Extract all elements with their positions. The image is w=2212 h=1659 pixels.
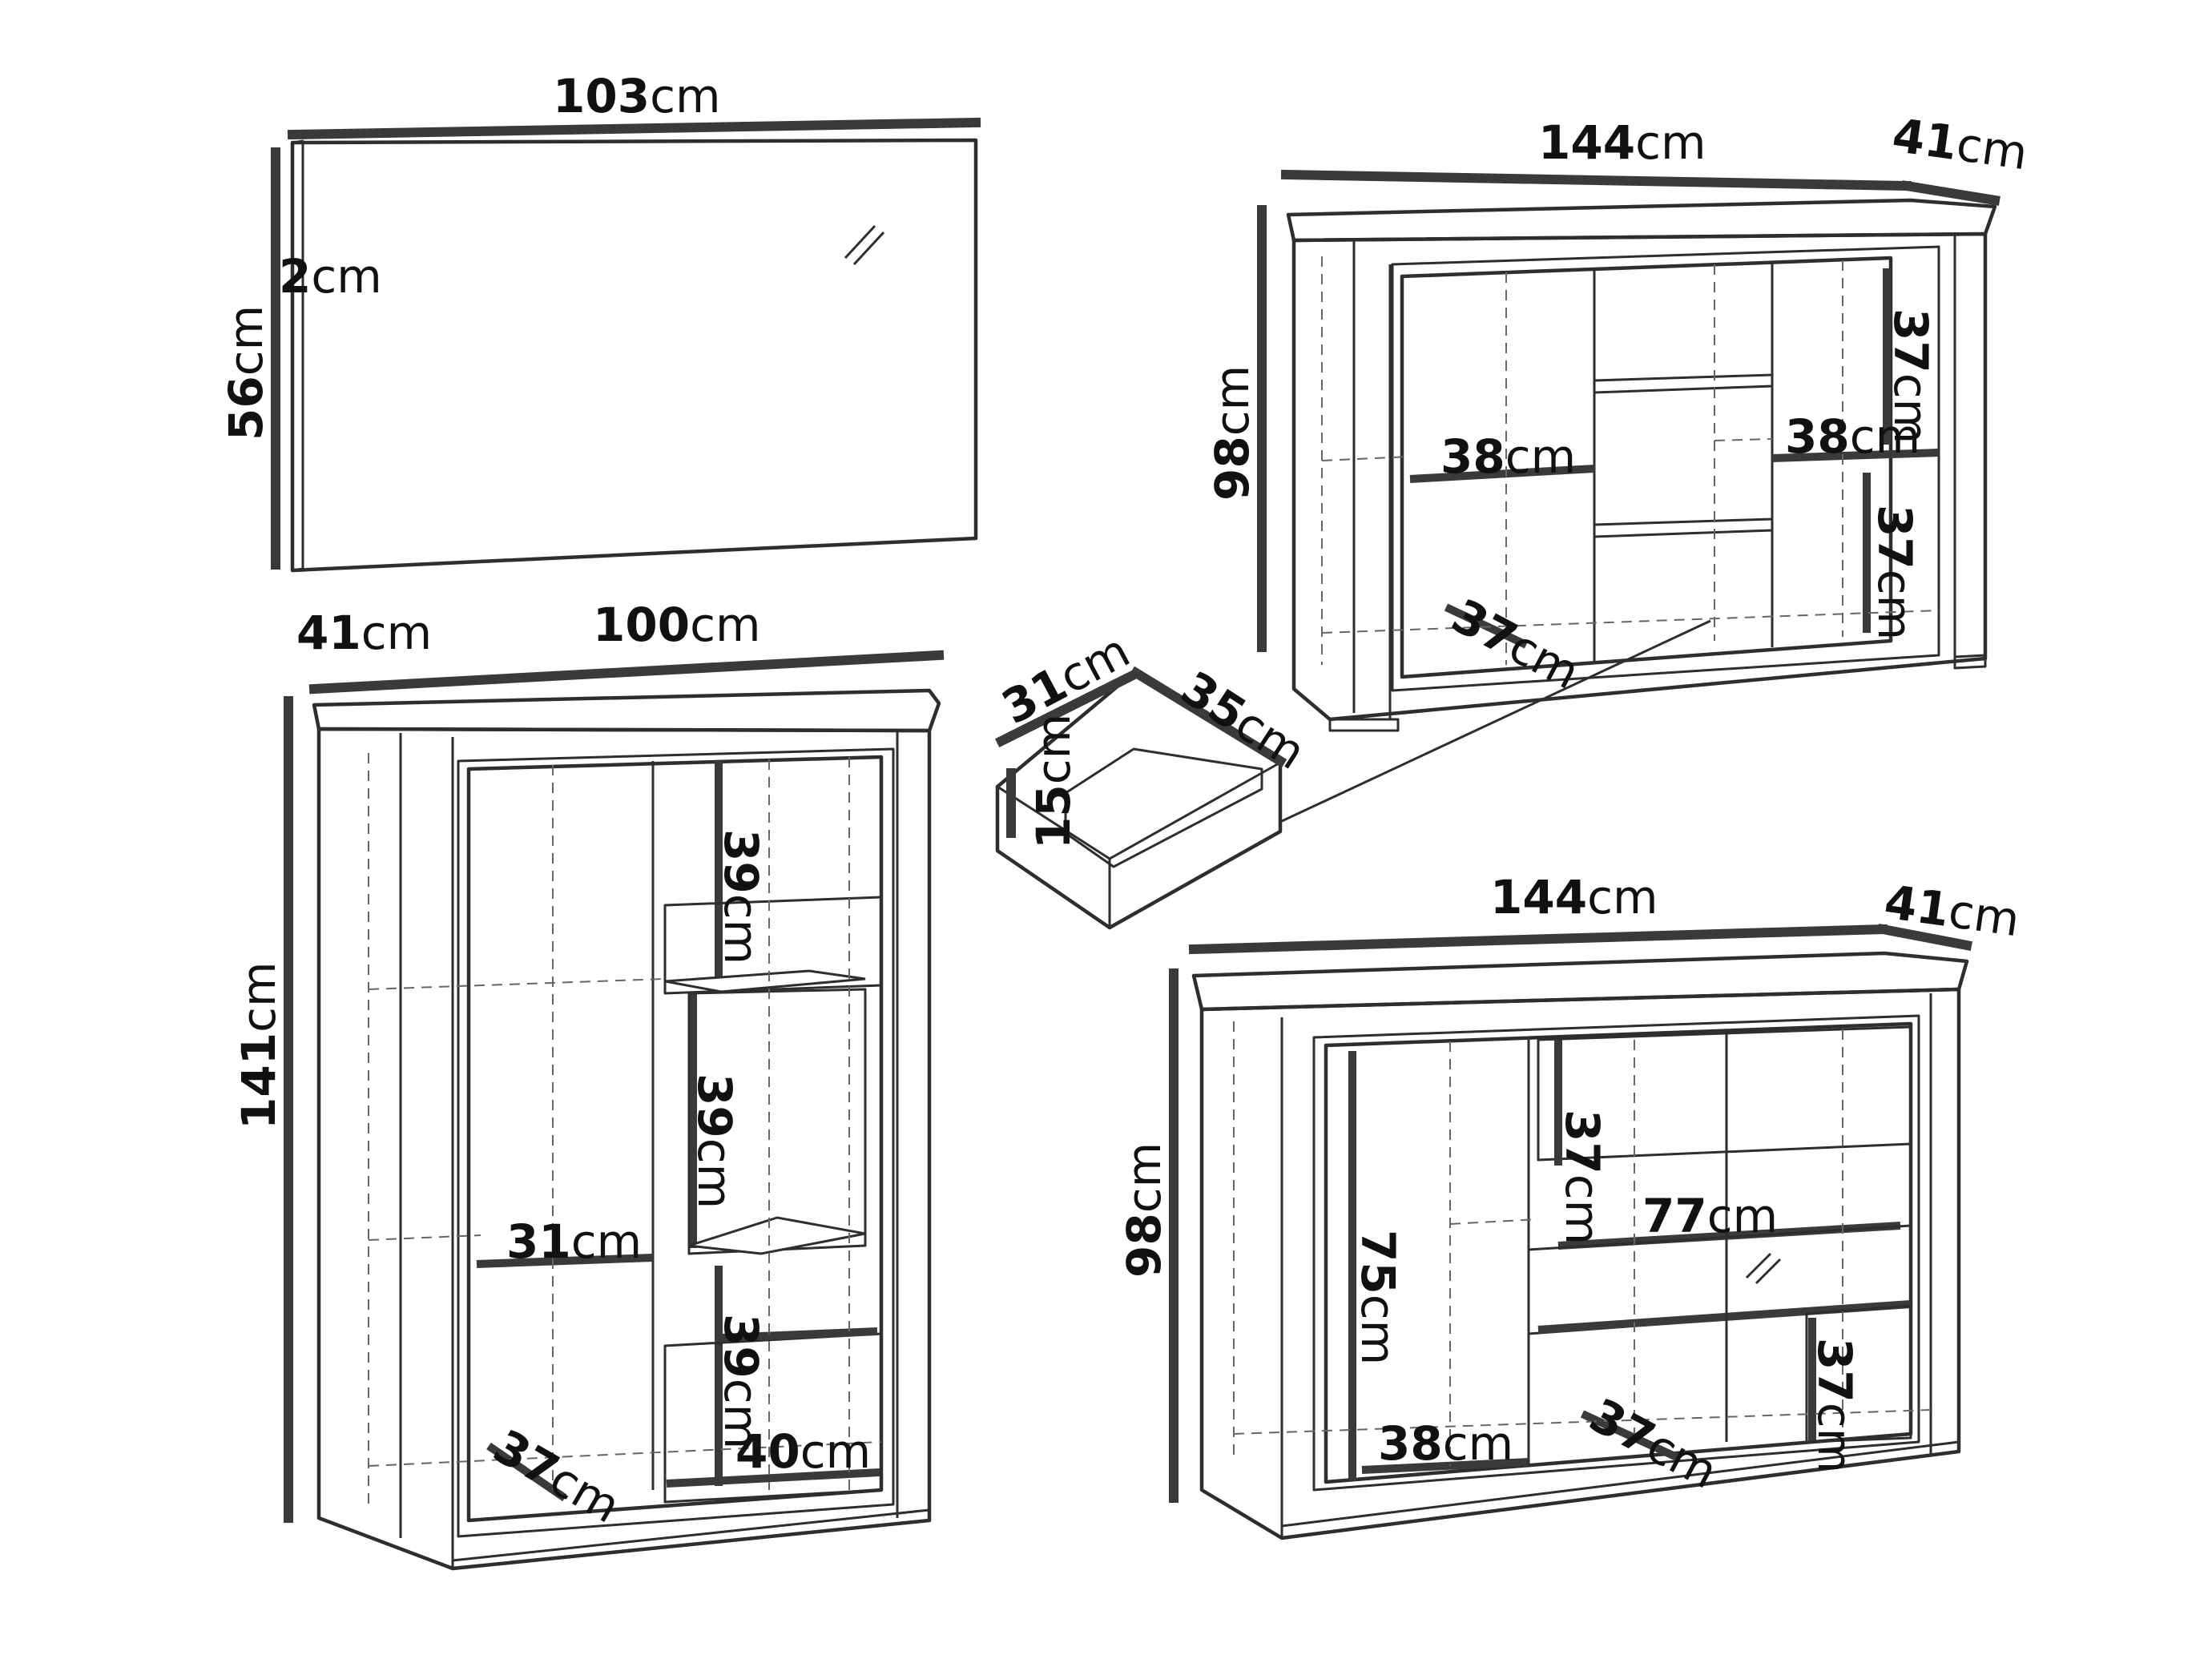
sideboard-bottom-depth-marker [1580, 1410, 1681, 1462]
cabinet-shelf-label: 31cm [506, 1214, 642, 1269]
sideboard-top-right-shelf-label: 38cm [1785, 409, 1920, 464]
sideboard-top-width-label: 144cm [1538, 115, 1706, 170]
mirror-height-label: 56cm [219, 305, 273, 441]
sideboard-bottom-height-label: 98cm [1117, 1142, 1171, 1278]
sideboard-top-depth-marker [1444, 603, 1529, 649]
cabinet-top-slab [312, 688, 941, 733]
sideboard-top-foot-right [1953, 654, 1987, 670]
sideboard-bottom-upper-drawer [1537, 1025, 1912, 1162]
sideboard-bottom: 144cm 41cm 98cm 75cm 38cm 37cm 77cm 37cm… [1117, 870, 2023, 1540]
cabinet-compartment-1-label: 39cm [714, 829, 768, 964]
sideboard-bottom-lower-drawer-marker [1537, 1300, 1912, 1334]
sideboard-top: 144cm 41cm 98cm 38cm 38cm 37cm 37cm 37cm [1205, 108, 2031, 823]
mirror-width-dim-line [287, 117, 981, 140]
glass-reflection-icon [844, 224, 876, 260]
glass-reflection-icon-4 [1755, 1258, 1782, 1285]
sideboard-top-doors [1400, 256, 1893, 679]
sideboard-bottom-center-width-label: 77cm [1642, 1189, 1778, 1243]
drawer-depth-dim-line [994, 670, 1137, 748]
sideboard-top-depth-label: 41cm [1889, 108, 2031, 181]
drawer-side-top [997, 785, 1110, 860]
sideboard-top-center-shelf-1 [1593, 373, 1774, 394]
drawer-width-dim-line [1129, 666, 1287, 768]
cabinet-hidden-7 [368, 1441, 882, 1467]
sideboard-top-body [1291, 232, 1988, 722]
cabinet-hidden-5 [368, 978, 666, 990]
cabinet-hidden-6 [368, 1234, 481, 1241]
glass-reflection-icon-2 [852, 231, 885, 266]
sideboard-top-right-shelf-marker [1771, 449, 1940, 462]
sideboard-top-left-shelf-label: 38cm [1440, 429, 1576, 484]
sideboard-top-height-label: 98cm [1205, 365, 1259, 501]
drawer-interior [1064, 747, 1263, 868]
cabinet-depth-label: 41cm [296, 606, 432, 660]
drawer: 31cm 35cm 15cm [993, 623, 1315, 930]
cabinet-shelf-2 [688, 1216, 866, 1255]
sideboard-top-inner-frame [1391, 245, 1940, 692]
cabinet-width-dim-line [308, 650, 945, 695]
sideboard-bottom-depth-dim-line [1876, 923, 1973, 952]
mirror: 103cm 2cm 56cm [219, 69, 981, 573]
display-cabinet: 41cm 100cm 141cm 31cm 39cm 39cm 39cm 40c… [232, 598, 945, 1571]
sideboard-bottom-base [1280, 1440, 1960, 1540]
mirror-glass-frame [290, 138, 978, 573]
sideboard-top-right-lower-label: 37cm [1868, 505, 1922, 640]
sideboard-bottom-left-width-label: 38cm [1378, 1416, 1513, 1471]
sideboard-bottom-depth-inner-label: 37cm [1581, 1387, 1726, 1499]
cabinet-height-label: 141cm [232, 962, 286, 1129]
glass-reflection-icon-3 [1745, 1252, 1772, 1279]
cabinet-shelf-marker [476, 1254, 654, 1268]
cabinet-compartment-3-label: 39cm [714, 1314, 768, 1449]
cabinet-compartment-1 [663, 896, 883, 995]
cabinet-compartment-3-top-marker [720, 1327, 878, 1342]
sideboard-bottom-left-height-label: 75cm [1351, 1230, 1405, 1365]
sideboard-top-slab [1286, 198, 1997, 243]
cabinet-compartment-2-label: 39cm [687, 1073, 742, 1209]
sideboard-top-hidden-5 [1321, 456, 1411, 461]
sideboard-bottom-center-upper-label: 37cm [1555, 1109, 1610, 1245]
mirror-width-label: 103cm [553, 69, 720, 123]
sideboard-top-hidden-7 [1714, 438, 1773, 441]
sideboard-bottom-left-width-marker [1361, 1458, 1529, 1474]
sideboard-top-depth-dim-line [1901, 180, 2000, 206]
drawer-front [1108, 761, 1282, 929]
sideboard-bottom-right-lower-label: 37cm [1807, 1338, 1862, 1473]
drawer-height-label: 15cm [1026, 714, 1081, 849]
cabinet-shelf-1 [664, 969, 866, 993]
sideboard-bottom-hidden-6 [1449, 1218, 1539, 1225]
sideboard-top-center-shelf-2 [1593, 517, 1774, 538]
sideboard-top-width-dim-line [1280, 169, 1912, 191]
sideboard-bottom-right-lower-compartment [1805, 1304, 1912, 1444]
sideboard-bottom-width-dim-line [1188, 924, 1888, 955]
sideboard-bottom-top-slab [1191, 951, 1969, 1012]
cabinet-base [451, 1508, 931, 1570]
sideboard-top-left-shelf-marker [1409, 465, 1595, 483]
mirror-depth-label: 2cm [279, 249, 382, 304]
cabinet-lower-width-marker [666, 1468, 880, 1488]
sideboard-bottom-front-frame [1312, 1014, 1920, 1492]
cabinet-width-label: 100cm [593, 598, 760, 652]
mirror-edge [291, 139, 304, 572]
sideboard-top-foot-left [1328, 718, 1400, 732]
sideboard-bottom-depth-label: 41cm [1881, 875, 2023, 948]
drawer-leader-line [1281, 619, 1711, 823]
cabinet-compartment-2 [687, 988, 867, 1255]
cabinet-lower-width-label: 40cm [735, 1424, 871, 1479]
sideboard-top-hidden-6 [1321, 610, 1940, 634]
cabinet-doors [466, 755, 884, 1523]
sideboard-top-right-upper-label: 37cm [1884, 308, 1938, 444]
cabinet-front-frame [457, 747, 895, 1538]
sideboard-bottom-width-label: 144cm [1490, 870, 1658, 924]
